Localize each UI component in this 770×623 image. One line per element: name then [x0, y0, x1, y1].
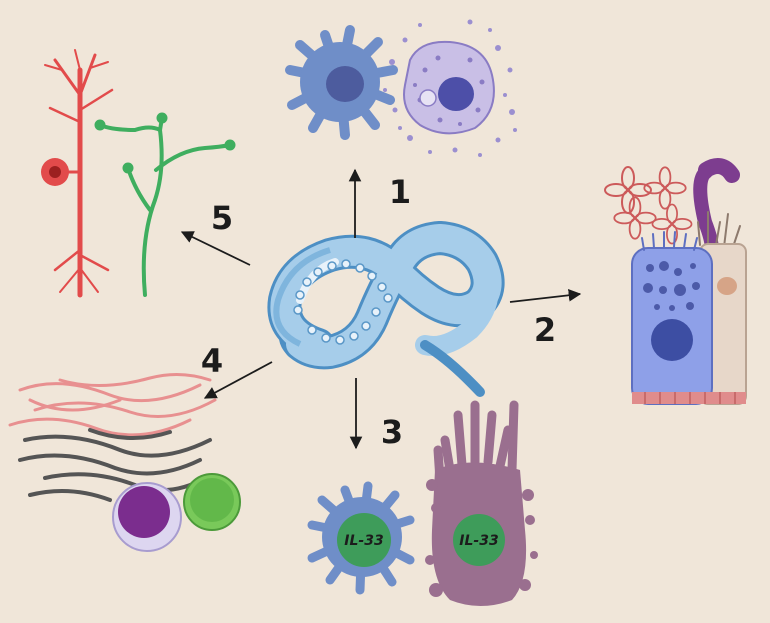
neuron-green-icon [94, 112, 236, 297]
arrow-2 [509, 289, 582, 303]
il33-label-right: IL-33 [459, 533, 498, 549]
label-3: 3 [381, 413, 403, 451]
fibers-icon [8, 373, 217, 502]
arrows [180, 168, 582, 450]
neuron-red-icon [44, 49, 114, 298]
arrow-4 [203, 361, 273, 399]
nematode-worm-icon [267, 221, 505, 397]
neuron-cell-body-icon [41, 158, 69, 186]
epithelium-icon [631, 158, 747, 405]
label-2: 2 [534, 311, 556, 349]
label-4: 4 [201, 342, 223, 380]
lymphocyte-green-icon [183, 473, 241, 531]
arrow-5 [180, 231, 251, 266]
il33-fibroblast-like-cell-icon [425, 400, 538, 606]
lymphocyte-purple-icon [112, 482, 182, 552]
flower-motif-icon [604, 166, 693, 245]
label-1: 1 [389, 173, 411, 211]
il33-label-left: IL-33 [344, 533, 383, 549]
label-5: 5 [211, 199, 233, 237]
dendritic-cell-icon [285, 25, 398, 140]
worm-eggs [293, 259, 393, 345]
il33-dendritic-cell-icon [307, 481, 415, 595]
eosinophil-icon [383, 19, 517, 157]
